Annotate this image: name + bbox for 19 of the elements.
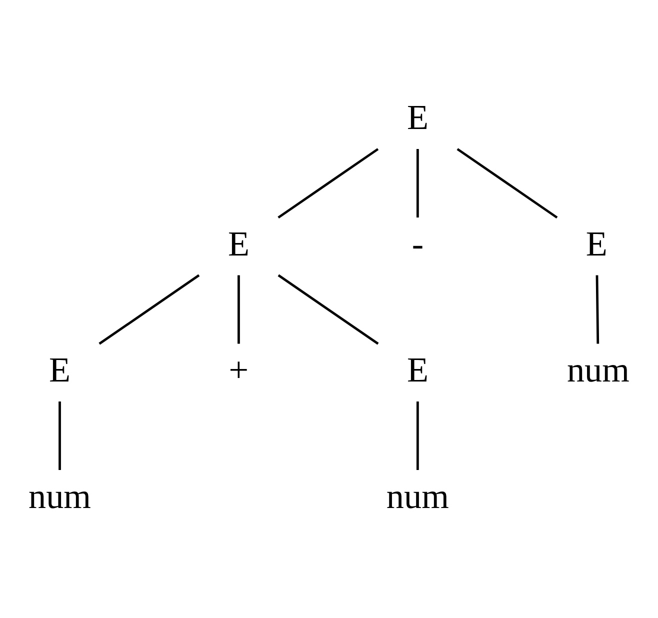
node-text: E [49,350,70,390]
node-text: + [228,350,249,390]
node-text: num [28,476,91,516]
node-text: - [412,224,424,263]
node-text: num [567,350,630,390]
connector [278,274,379,344]
node-text: E [406,98,428,137]
connector [416,148,419,218]
connector [238,274,240,344]
node-text: E [406,350,428,390]
connector [416,401,419,470]
connector [58,401,61,470]
node-text: num [386,476,449,516]
connector [98,274,200,344]
node-text: E [228,224,250,263]
connector [456,148,558,218]
connector [278,148,379,218]
node-text: E [586,224,608,263]
connector [596,274,600,344]
